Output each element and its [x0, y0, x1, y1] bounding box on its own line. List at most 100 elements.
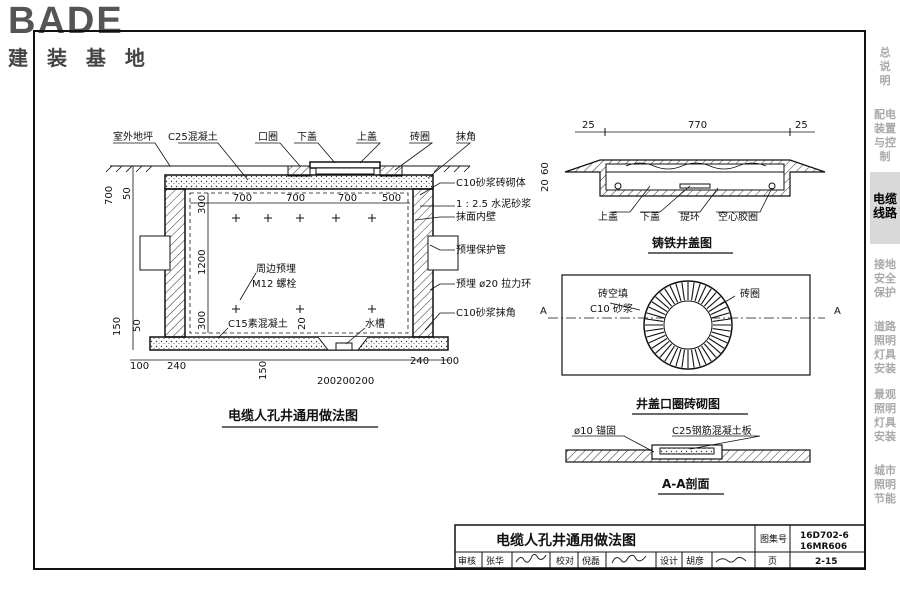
ring-brick-joint	[697, 285, 707, 303]
tab-cable-lines[interactable]: 电缆线路	[870, 172, 900, 244]
dim-h300a: 300	[197, 195, 208, 214]
logo-subtitle: 建 装 基 地	[8, 46, 151, 70]
manhole-title: 电缆人孔井通用做法图	[228, 408, 358, 424]
ring-brick-joint	[669, 347, 679, 365]
ring-brick-joint	[645, 328, 664, 332]
section-label-slab: C25钢筋混凝土板	[672, 424, 752, 437]
title-block-page-no: 2-15	[815, 557, 838, 567]
title-block-design: 设计	[660, 555, 678, 567]
tab-road-lighting-label: 道路照明灯具安装	[874, 320, 896, 375]
label-embedded: 周边预埋	[256, 263, 296, 275]
ring-brick-joint	[708, 338, 725, 349]
title-block-atlas-label: 图集号	[760, 533, 787, 545]
dim-b240b: 240	[410, 356, 429, 367]
section-label-anchor: ø10 锚固	[574, 425, 616, 437]
manhole-drawing	[105, 142, 472, 361]
tab-road-lighting[interactable]: 道路照明灯具安装	[870, 320, 900, 390]
ring-brick-joint	[712, 318, 731, 322]
ring-brick-joint	[681, 282, 685, 301]
ring-title: 井盖口圈砖砌图	[636, 396, 720, 411]
ring-label-a-left: A	[540, 306, 547, 317]
ring-brick-joint	[701, 288, 712, 305]
ring-drawing	[548, 274, 825, 376]
title-block-check: 校对	[556, 555, 574, 567]
section-drawing	[565, 435, 811, 463]
label-pre-pipe: 预埋保护管	[456, 243, 506, 256]
label-plaster-inner: 抹面内壁	[456, 210, 496, 223]
tab-landscape-lighting[interactable]: 景观照明灯具安装	[870, 388, 900, 458]
title-block-atlas-no-1: 16D702-6	[800, 531, 849, 541]
ring-label-brick: 砖圈	[740, 287, 760, 300]
label-c10-chamfer: C10砂浆抹角	[456, 306, 516, 319]
tab-power-distribution-label: 配电装置与控制	[874, 108, 896, 163]
ring-brick-joint	[703, 292, 717, 307]
ring-label-fill: 砖空填	[598, 287, 628, 300]
ring-brick-joint	[648, 334, 666, 344]
ring-brick-joint	[664, 288, 675, 305]
ring-brick-joint	[675, 348, 682, 367]
tab-grounding-label: 接地安全保护	[874, 258, 896, 299]
title-block-review: 审核	[458, 555, 476, 567]
dim-700b: 700	[286, 193, 305, 204]
cover-label-upper: 上盖	[598, 210, 618, 223]
ring-brick-joint	[697, 347, 707, 365]
ring-brick-joint	[711, 312, 730, 319]
cover-dim-770: 770	[688, 120, 707, 131]
ring-brick-joint	[703, 343, 717, 358]
dim-b240a: 240	[167, 361, 186, 372]
cover-label-lower: 下盖	[640, 210, 660, 223]
drawing-frame	[33, 30, 866, 570]
section-title: A-A剖面	[662, 476, 710, 491]
dim-500: 500	[382, 193, 401, 204]
title-block-title: 电缆人孔井通用做法图	[496, 532, 636, 549]
ring-brick-joint	[646, 331, 665, 338]
ring-brick-joint	[691, 282, 695, 301]
ring-brick-joint	[645, 318, 664, 322]
dim-h20: 20	[297, 317, 308, 330]
dim-s200: 200200200	[317, 376, 374, 387]
ring-brick-joint	[701, 345, 712, 362]
ring-brick-joint	[694, 283, 701, 302]
title-block-atlas-no-2: 16MR606	[800, 542, 847, 552]
signature-reviewer	[515, 553, 547, 563]
dim-h150a: 150	[112, 317, 123, 336]
title-block-page-label: 页	[768, 556, 777, 567]
cover-dim-25a: 25	[582, 120, 595, 131]
cover-dim-25b: 25	[795, 120, 808, 131]
label-c10-masonry: C10砂浆砖砌体	[456, 176, 526, 189]
title-block	[454, 524, 866, 569]
dim-h700: 700	[104, 186, 115, 205]
ring-brick-joint	[651, 301, 668, 312]
tab-energy-saving[interactable]: 城市照明节能	[870, 464, 900, 534]
title-block-checker: 倪磊	[582, 555, 600, 567]
label-brick-ring: 砖圈	[410, 130, 430, 143]
signature-designer	[715, 556, 747, 563]
ring-brick-joint	[710, 306, 728, 316]
ring-brick-joint	[651, 338, 668, 349]
cover-label-lift-ring: 提环	[680, 211, 700, 223]
ring-brick-joint	[681, 349, 685, 368]
cover-title: 铸铁井盖图	[652, 235, 712, 250]
tab-general[interactable]: 总说明	[870, 40, 900, 116]
tab-grounding[interactable]: 接地安全保护	[870, 258, 900, 328]
tab-general-label: 总说明	[879, 46, 891, 87]
ring-label-a-right: A	[834, 306, 841, 317]
label-bolt: M12 螺栓	[252, 277, 297, 290]
label-outdoor-ground: 室外地坪	[113, 130, 153, 143]
ring-brick-joint	[711, 331, 730, 338]
ring-brick-joint	[646, 312, 665, 319]
title-block-designer: 胡彦	[686, 555, 704, 567]
ring-brick-joint	[706, 340, 721, 354]
logo-brand: BADE	[8, 0, 124, 42]
tab-power-distribution[interactable]: 配电装置与控制	[870, 106, 900, 178]
logo: BADE 建 装 基 地	[8, 2, 151, 71]
ring-brick-joint	[712, 328, 731, 332]
dim-b100a: 100	[130, 361, 149, 372]
label-sump: 水槽	[365, 317, 385, 330]
tab-landscape-lighting-label: 景观照明灯具安装	[874, 388, 896, 443]
cover-dim-20: 20	[540, 179, 551, 192]
ring-brick-joint	[655, 340, 670, 354]
title-block-reviewer: 张华	[486, 555, 504, 567]
cover-dim-60: 60	[540, 162, 551, 175]
ring-brick-joint	[706, 296, 721, 310]
